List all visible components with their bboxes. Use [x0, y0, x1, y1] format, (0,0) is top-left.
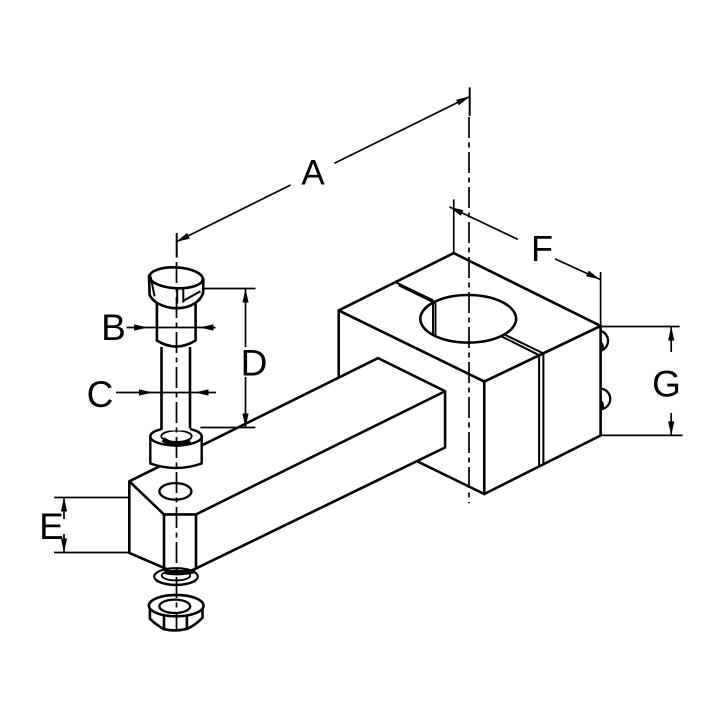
svg-text:D: D: [241, 342, 268, 383]
svg-text:B: B: [101, 307, 126, 348]
svg-text:F: F: [531, 228, 553, 269]
svg-text:G: G: [652, 364, 681, 405]
svg-text:E: E: [39, 506, 64, 547]
svg-text:A: A: [301, 154, 325, 193]
svg-text:C: C: [87, 374, 114, 415]
